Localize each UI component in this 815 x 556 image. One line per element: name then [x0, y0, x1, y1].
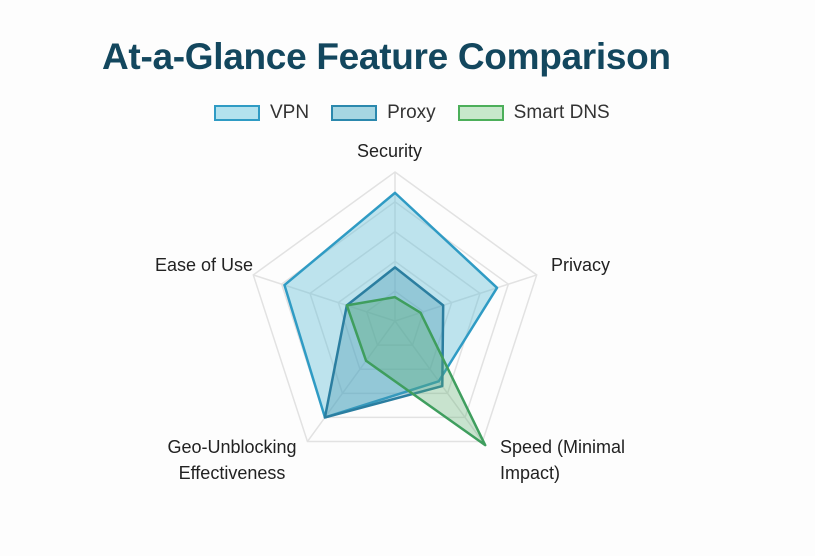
- grid-spoke: [253, 274, 396, 322]
- legend-label: Proxy: [387, 102, 436, 123]
- grid-ring: [252, 171, 538, 443]
- axis-label-line: Speed (Minimal: [500, 437, 626, 457]
- legend-item-smart-dns[interactable]: Smart DNS: [457, 102, 610, 124]
- axis-label-privacy: Privacy: [551, 255, 611, 275]
- legend-item-vpn[interactable]: VPN: [214, 102, 309, 124]
- grid-spoke: [394, 274, 537, 322]
- legend-item-proxy[interactable]: Proxy: [331, 102, 436, 124]
- legend-swatch-smart-dns: [457, 105, 504, 121]
- grid-ring: [337, 260, 453, 370]
- radar-series: [283, 191, 499, 447]
- legend: VPN Proxy Smart DNS: [214, 102, 632, 124]
- grid-spoke: [306, 320, 396, 442]
- grid-ring: [309, 230, 481, 395]
- axis-label-line: Geo-Unblocking: [167, 437, 297, 457]
- axis-label-speed: Speed (Minimal Impact): [500, 434, 625, 486]
- axis-label-line: Effectiveness: [178, 463, 286, 483]
- legend-label: Smart DNS: [513, 102, 610, 123]
- grid-ring: [365, 290, 425, 346]
- legend-swatch-vpn: [214, 105, 260, 121]
- legend-label: VPN: [270, 102, 310, 123]
- chart-title: At-a-Glance Feature Comparison: [102, 36, 671, 77]
- axis-label-ease-of-use: Ease of Use: [155, 255, 254, 275]
- axis-label-line: Impact): [500, 463, 561, 483]
- legend-swatch-proxy: [331, 105, 378, 121]
- series-smart-dns[interactable]: [345, 295, 487, 447]
- axis-label-geo-unblocking: Geo-Unblocking Effectiveness: [154, 434, 310, 486]
- axis-label-security: Security: [357, 141, 423, 161]
